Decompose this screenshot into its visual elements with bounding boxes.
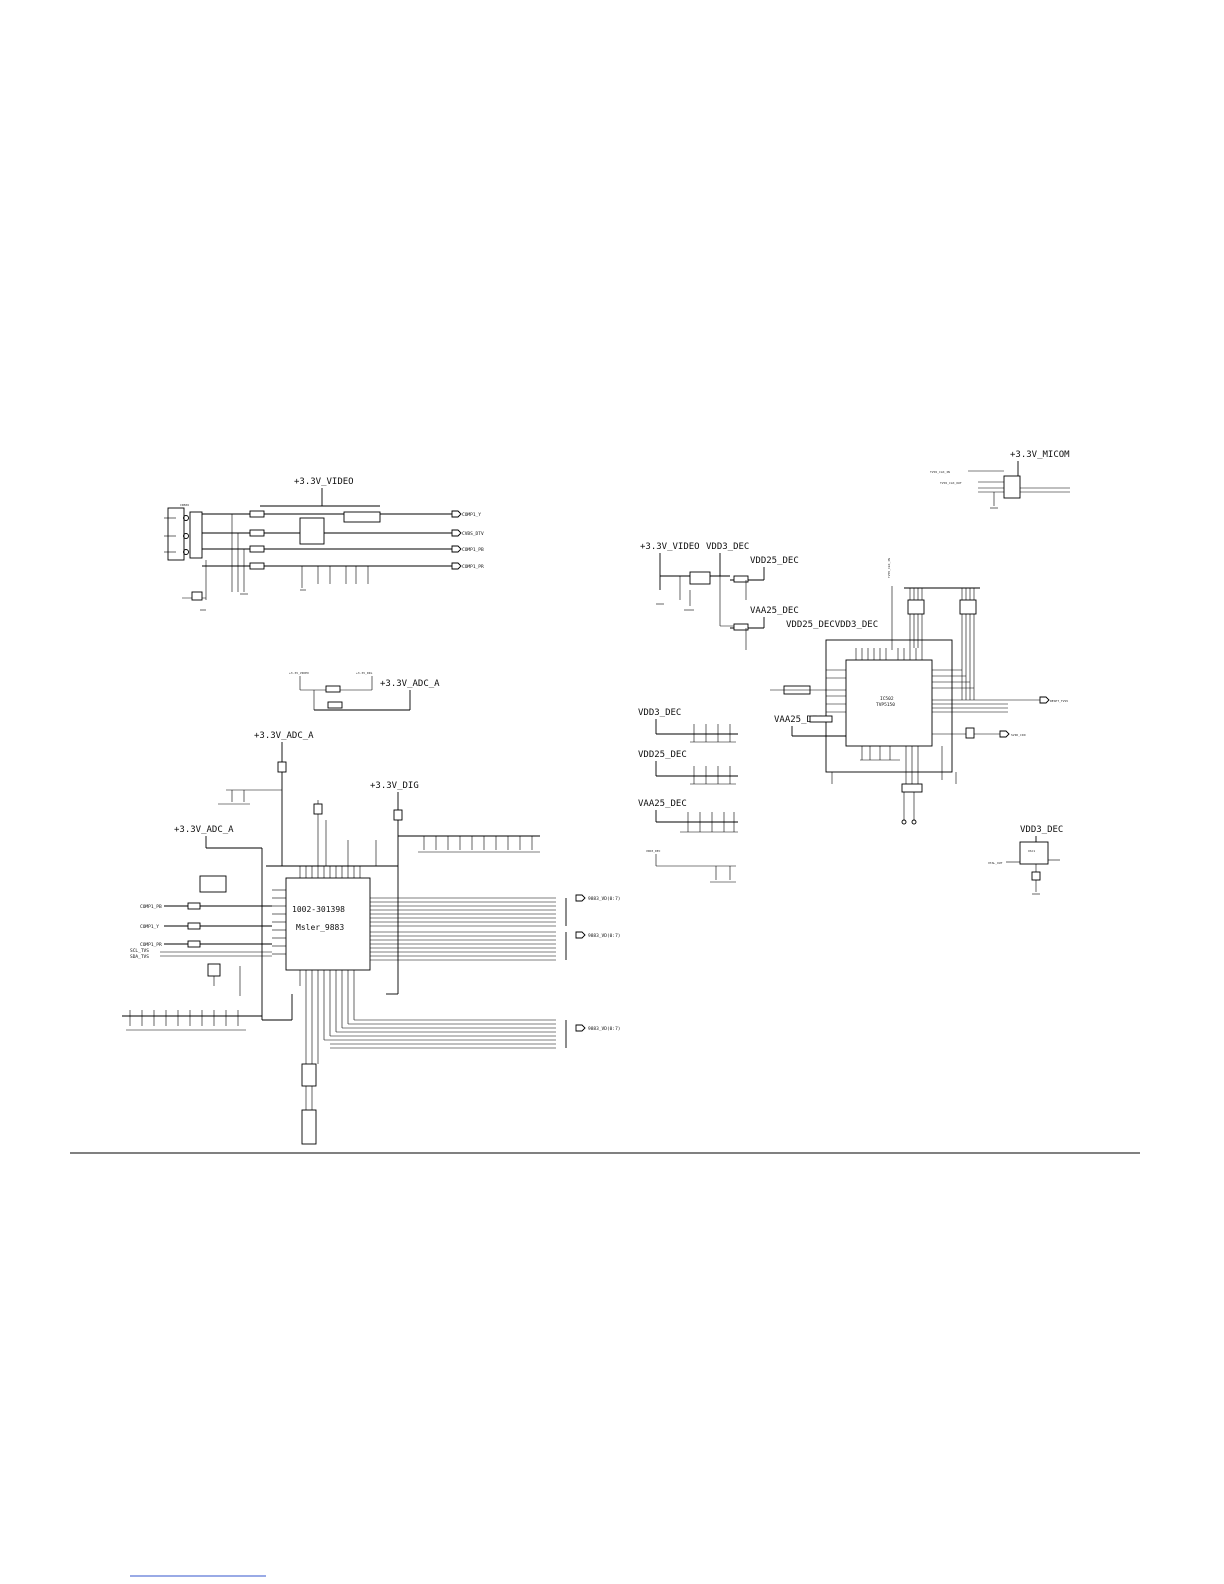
rail-video-top: +3.3V_VIDEO [294,477,354,487]
net-xtal: XTAL_OUT [988,861,1003,865]
rail-adc-a-mid: +3.3V_ADC_A [254,731,314,741]
rail-vaa25-dec: VAA25_DEC [750,606,799,616]
decoder-supply-block: +3.3V_VIDEO VDD3_DEC VDD25_DEC VAA25_DEC [640,542,799,650]
rail-dig: +3.3V_DIG [370,781,419,791]
decoder-name: TVP5150 [876,702,895,708]
rail-video-dec: +3.3V_VIDEO [640,542,700,552]
rail-vaa25-side: VAA25_DEC [774,715,823,725]
rail-adc-a-left: +3.3V_ADC_A [174,825,234,835]
decoder-ref: IC502 [880,696,894,702]
adc-chip-name: Msler_9883 [296,923,344,932]
net-bus-2: 9883_VD(0:7) [588,933,621,939]
rail-adc-a-top: +3.3V_ADC_A [380,679,440,689]
net-clk-in: TVS5_CLK_IN [930,470,950,474]
net-comp-y: COMP1_Y [462,512,481,518]
net-in-y: COMP1_Y [140,924,159,930]
net-clk-vert: TVS5_CLK_IN [887,558,891,578]
rail-vdd25-bank2: VDD25_DEC [638,750,687,760]
osc-ref: OSC1 [1028,849,1035,853]
rail-vdd3-dec: VDD3_DEC [706,542,749,552]
net-reset: RESET_TVS5 [1050,699,1068,703]
net-svid: SVID_CIN [1011,733,1026,737]
micom-block: +3.3V_MICOM TVS5_CLK_IN TVS5_CLK_OUT [930,450,1070,509]
decoder-chip [845,659,933,747]
decoder-block: TVS5_CLK_IN VDD25_DECVDD3_DEC IC502 TVP5… [770,558,1068,825]
net-in-pr: COMP1_PR [140,942,162,948]
oscillator-block: VDD3_DEC OSC1 XTAL_OUT [988,825,1063,895]
net-comp-pr: COMP1_PR [462,564,484,570]
net-sda: SDA_TVS [130,954,149,960]
adc-chip [285,877,371,971]
net-in-pb: COMP1_PB [140,904,162,910]
rail-small-dig: +3.3V_DIG [356,671,372,675]
rail-vaa25-bank3: VAA25_DEC [638,799,687,809]
net-bus-1: 9883_VD(0:7) [588,896,621,902]
net-cvbs: CVBS_DTV [462,531,484,537]
rail-vdd3-bank4: VDD3_DEC [646,849,661,853]
net-comp-pb: COMP1_PB [462,547,484,553]
rail-micom: +3.3V_MICOM [1010,450,1070,460]
net-scl: SCL_TVS [130,948,149,954]
adc-part-number: 1002-301398 [292,905,345,914]
rail-small-video: +3.3V_VIDEO [289,671,309,675]
net-bus-3: 9883_VD(0:7) [588,1026,621,1032]
decoupling-banks: VDD3_DEC VDD25_DEC VAA25_DEC VDD3_DEC [638,708,738,883]
video-input-block: CN506 +3.3V_VIDEO COMP1_Y CVBS_DTV [164,477,484,611]
rail-vdd25-dec: VDD25_DEC [750,556,799,566]
oscillator [1019,841,1049,865]
net-clk-out: TVS5_CLK_OUT [940,481,962,485]
rail-vdd3-osc: VDD3_DEC [1020,825,1063,835]
rail-vdd3-bank1: VDD3_DEC [638,708,681,718]
connector-ref: CN506 [180,503,189,507]
rail-vdd25-vdd3-dec: VDD25_DECVDD3_DEC [786,620,878,630]
adc-block: +3.3V_ADC_A +3.3V_DIG +3.3V_ADC_A 1002-3… [122,731,621,1145]
adc-regulator-block: +3.3V_VIDEO +3.3V_DIG +3.3V_ADC_A [289,671,440,711]
